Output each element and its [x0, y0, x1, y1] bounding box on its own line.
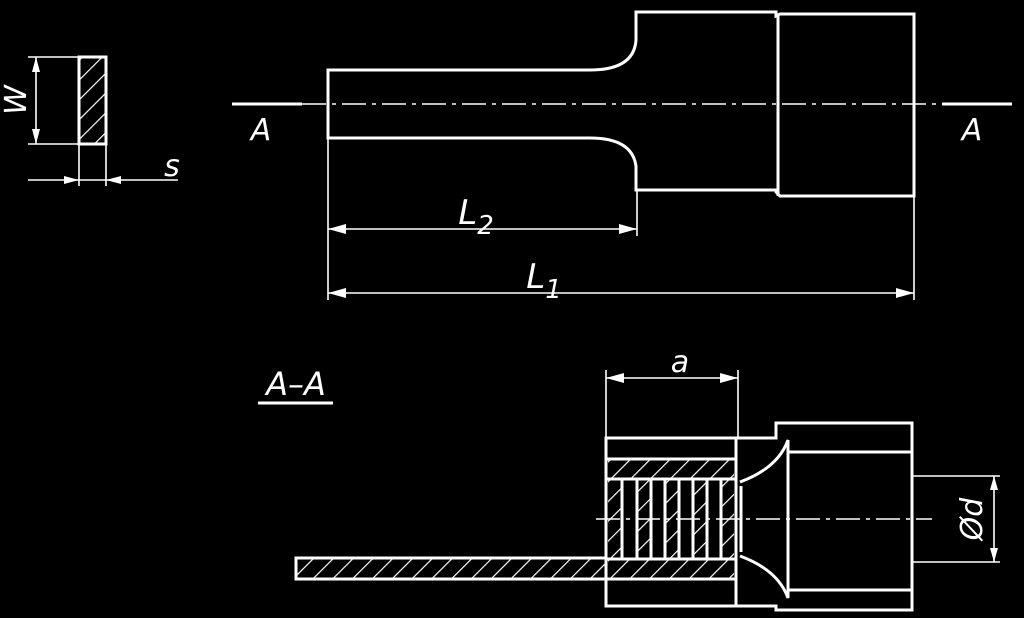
barrel-upper-hatch	[608, 459, 734, 479]
terminal-side-view: A A L2 L1	[232, 10, 1012, 305]
section-a-a-view: A–A	[258, 345, 1000, 612]
pin-section-hatch	[79, 57, 106, 144]
section-title: A–A	[264, 365, 326, 403]
pin-section-outline	[77, 55, 108, 146]
a-label: a	[671, 345, 689, 380]
w-label: W	[0, 84, 34, 115]
pin-hatch	[296, 558, 606, 579]
d-label: Ød	[955, 497, 990, 543]
s-label: s	[164, 149, 180, 184]
barrel-lower-hatch	[608, 559, 734, 579]
l1-label: L1	[526, 257, 562, 305]
section-label-right: A	[960, 113, 983, 148]
barrel-outline	[604, 436, 738, 608]
barrel-rib-hatch-3	[665, 479, 679, 559]
insulation-sleeve-outline	[736, 421, 914, 612]
section-label-left: A	[249, 113, 272, 148]
l2-label: L2	[458, 193, 494, 241]
pin-cross-section-view: W s	[0, 55, 180, 186]
